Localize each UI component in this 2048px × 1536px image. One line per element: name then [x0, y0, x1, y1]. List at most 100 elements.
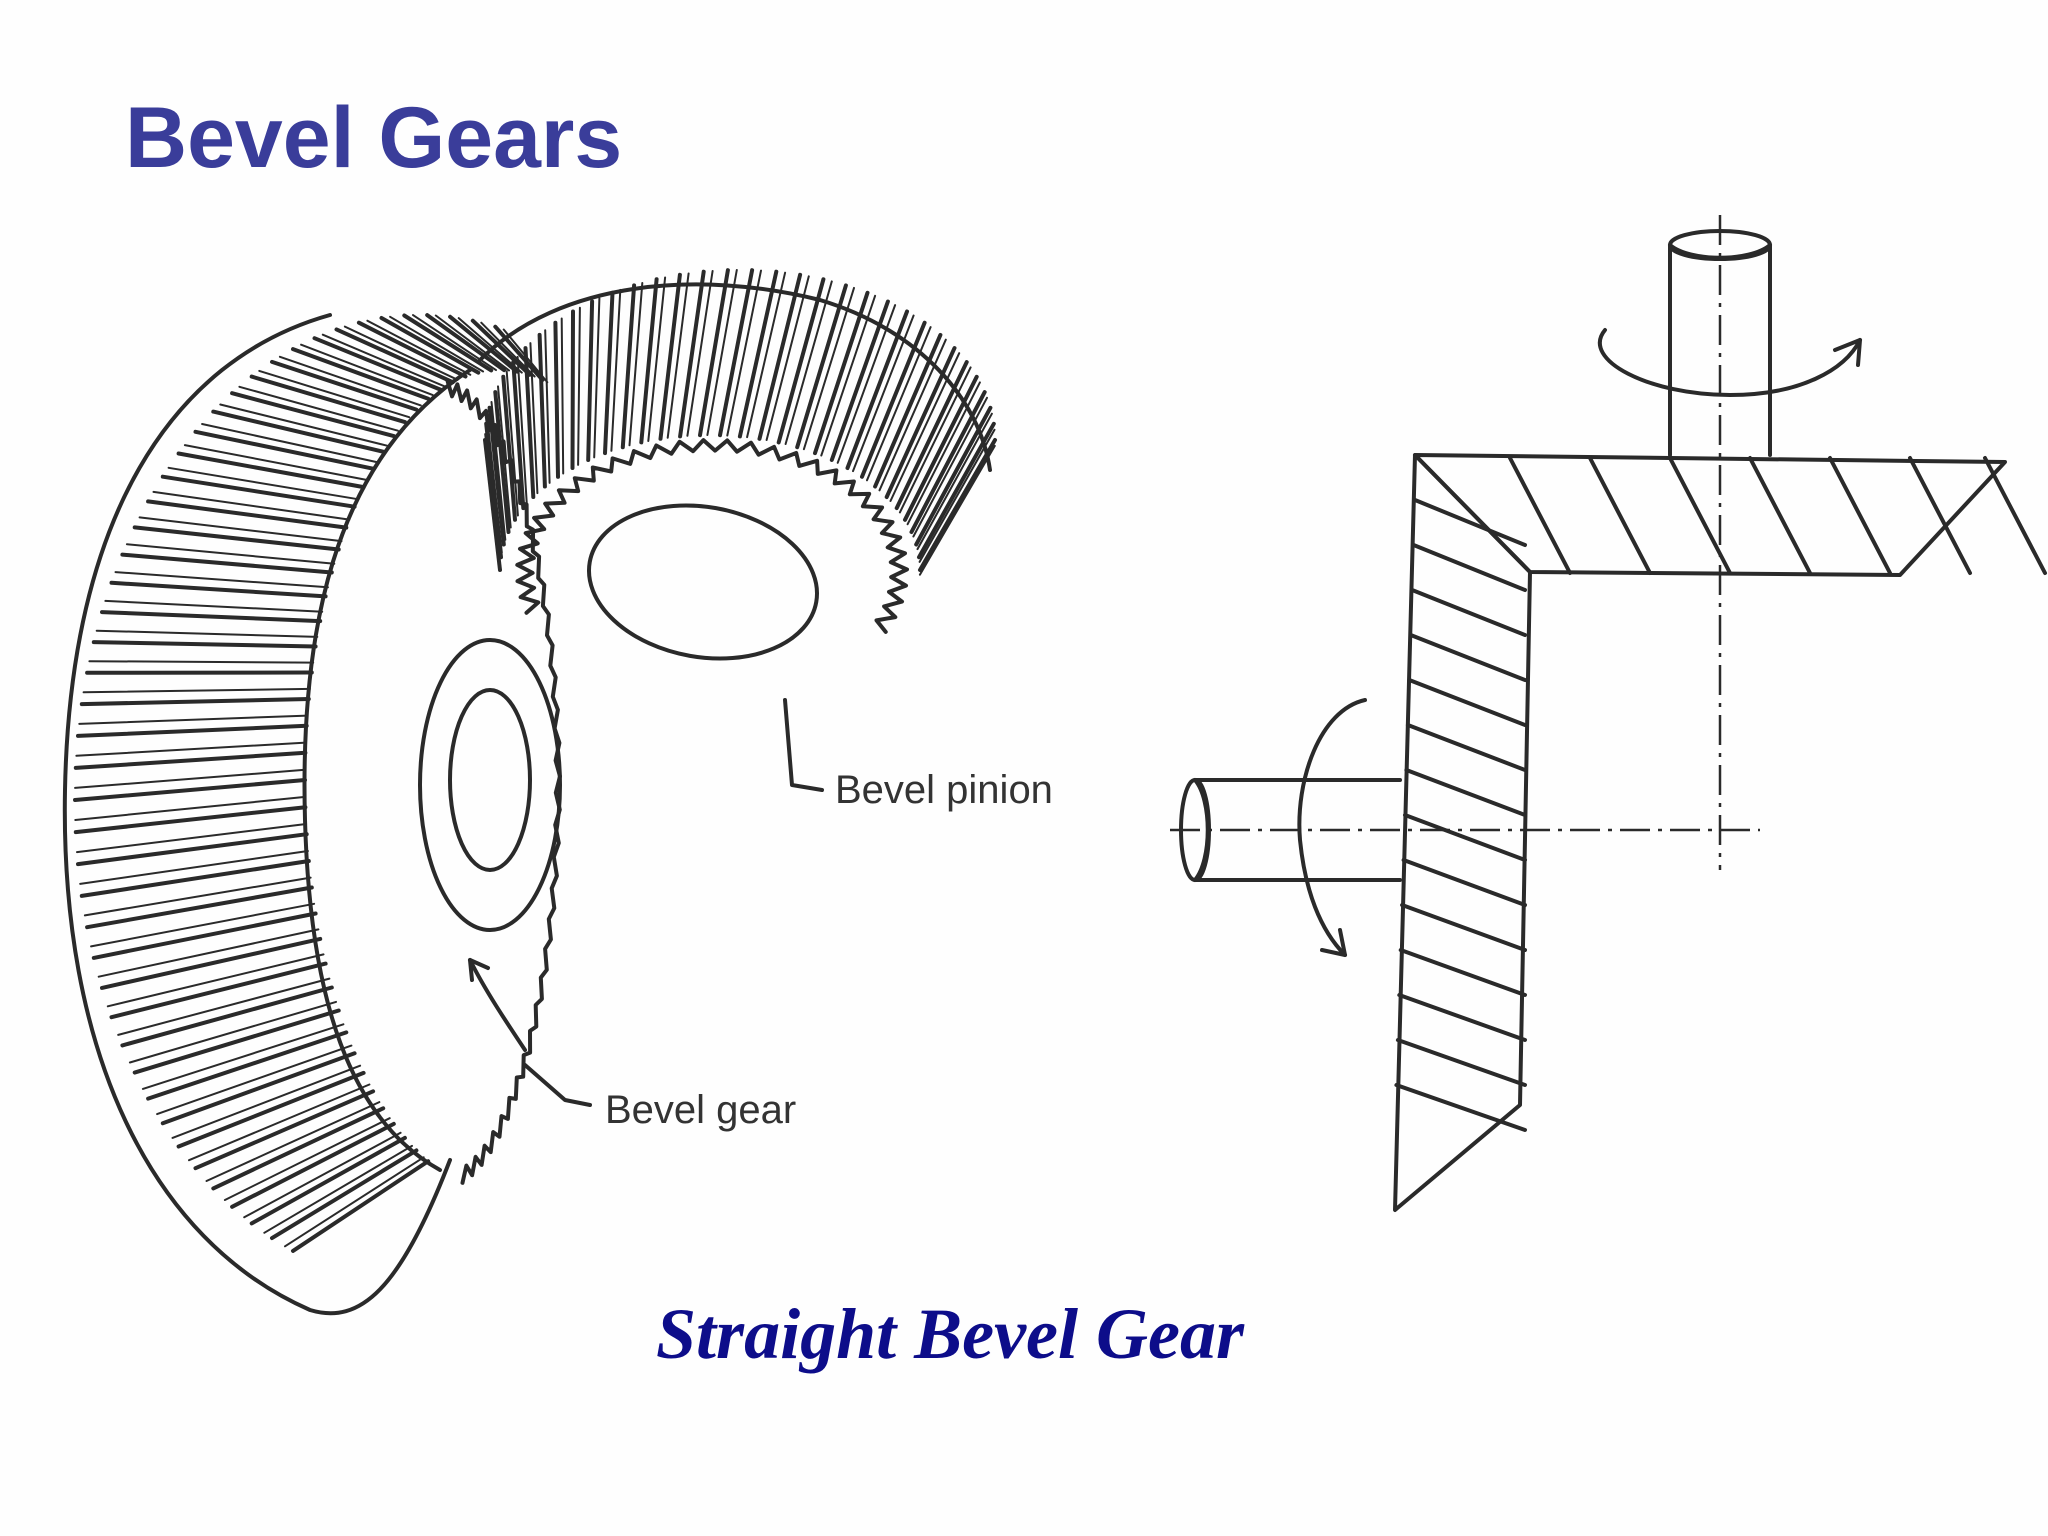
hatch-line [1400, 903, 1527, 952]
bevel-gear-tooth-line [343, 325, 459, 381]
gear-leader-line [523, 1063, 592, 1107]
bevel-gear-tooth-line [73, 750, 308, 770]
hatch-line [1908, 456, 1972, 575]
bevel-gear-tooth-line [470, 318, 532, 377]
bevel-pinion-tooth-line [523, 346, 536, 499]
bevel-pinion-tooth-line [620, 283, 637, 450]
bevel-pinion-tooth-line [718, 268, 755, 438]
hatch-line [1410, 588, 1527, 637]
bevel-pinion-tooth-line [845, 309, 909, 470]
bevel-pinion-tooth-line [784, 280, 833, 445]
bevel-gear-tooth-line [249, 1135, 407, 1226]
hatch-line [1408, 633, 1527, 682]
bevel-pinion-tooth-line [909, 390, 987, 534]
bevel-gear-tooth-line [334, 327, 455, 385]
bevel-gear-tooth-line [91, 911, 318, 960]
bevel-pinion-tooth-line [639, 277, 659, 445]
bevel-gear-tooth-line [312, 336, 443, 392]
bevel-gear-tooth-line [160, 474, 357, 509]
bevel-gear-tooth-line [278, 355, 422, 407]
bevel-gear-tooth-line [176, 1070, 366, 1149]
bevel-pinion-tooth-line [776, 277, 826, 445]
bevel-gear-tooth-line [74, 795, 307, 821]
bevel-pinion-tooth-line [529, 342, 539, 495]
bevel-gear-tooth-line [211, 409, 386, 454]
bevel-gear-tooth-line [160, 1051, 357, 1126]
bevel-gear-tooth-line [117, 977, 331, 1036]
bevel-pinion-tooth-line [898, 366, 972, 514]
bevel-gear-tooth-line [152, 490, 351, 521]
bevel-pinion-tooth-line [873, 332, 943, 489]
bevel-gear-tooth-line [76, 832, 309, 867]
bevel-gear-label: Bevel gear [605, 1088, 797, 1132]
bevel-pinion-tooth-line [658, 272, 682, 441]
bevel-gear-tooth-line [95, 629, 319, 638]
bevel-gear-tooth-line [125, 543, 336, 565]
bevel-pinion-tooth-line [537, 332, 547, 489]
bevel-gear-tooth-line [76, 723, 309, 738]
bevel-gear-tooth-line [356, 320, 468, 379]
pinion-leader-line [783, 698, 824, 792]
bevel-pinion-tooth-line [628, 282, 644, 447]
bevel-gear-tooth-line [120, 985, 334, 1048]
bevel-pinion-tooth-line [493, 390, 511, 534]
bevel-gear-tooth-line [249, 374, 407, 425]
bevel-gear-tooth-line [156, 1044, 353, 1116]
bevel-gear-tooth-line [243, 1131, 402, 1219]
bevel-pinion-tooth-line [487, 405, 506, 547]
bevel-gear-tooth-line [201, 423, 378, 464]
bevel-pinion-tooth-line [501, 374, 517, 522]
bevel-pinion-outer-rim [478, 282, 992, 472]
bevel-pinion-tooth-line [698, 268, 730, 438]
bevel-gear-tooth-line [412, 314, 497, 372]
bevel-pinion-tooth-line [906, 381, 981, 526]
vertical-gear-profile [1393, 453, 1532, 1212]
bevel-pinion-tooth-line [802, 286, 855, 451]
bevel-gear-tooth-line [138, 516, 343, 543]
bevel-pinion-tooth-line [903, 374, 979, 522]
bevel-gear-tooth-line [230, 1121, 396, 1209]
bevel-gear-tooth-line [167, 466, 359, 501]
figure-caption: Straight Bevel Gear [656, 1294, 1244, 1374]
vertical-shaft-rotation-arrow [1597, 328, 1862, 397]
bevel-gear-tooth-line [73, 805, 308, 835]
bevel-pinion-tooth-line [914, 405, 993, 547]
bevel-pinion-tooth-line [726, 269, 762, 437]
bevel-pinion-tooth-line [570, 309, 575, 470]
bevel-pinion-tooth-line [505, 370, 519, 517]
bevel-gear-tooth-line [379, 316, 481, 375]
bevel-gear-tooth-line [188, 1083, 371, 1162]
bevel-gear-tooth-line [114, 571, 329, 589]
bevel-pinion-tooth-line [497, 385, 512, 529]
bevel-pinion-tooth-line [866, 326, 932, 482]
bevel-gear-teeth [73, 313, 549, 1253]
bevel-gear-tooth-line [120, 552, 334, 575]
bevel-gear-tooth-line [193, 1089, 376, 1171]
bevel-pinion-tooth-line [610, 288, 622, 452]
bevel-pinion-tooth-line [884, 346, 957, 499]
bevel-pinion-tooth-line [836, 304, 897, 464]
bevel-pinion-tooth-line [544, 329, 551, 484]
bevel-gear-tooth-line [79, 859, 311, 898]
bevel-pinion-bore [587, 503, 819, 661]
bevel-pinion-tooth-line [516, 355, 528, 505]
bevel-pinion-tooth-line [678, 269, 706, 439]
bevel-gear-tooth-line [82, 687, 311, 694]
bevel-pinion-tooth-line [593, 297, 601, 459]
bevel-pinion-tooth-line [765, 275, 810, 441]
bevel-gear-tooth-line [109, 580, 328, 599]
bevel-gear-tooth-line [219, 403, 389, 447]
bevel-pinion-tooth-line [852, 314, 915, 473]
bevel-gear-tooth-line [270, 1148, 419, 1241]
bevel-pinion-tooth-line [560, 317, 565, 475]
hatch-line [1404, 768, 1527, 817]
bevel-pinion-tooth-line [894, 360, 969, 511]
hatch-line [1508, 456, 1572, 575]
bevel-pinion-label: Bevel pinion [835, 768, 1053, 812]
bevel-pinion-tooth-line [889, 352, 961, 502]
bevel-gear-tooth-line [79, 850, 309, 885]
bevel-pinion-tooth-line [916, 412, 993, 551]
hatch-line [1395, 1038, 1527, 1087]
bevel-gear-tooth-line [75, 741, 307, 757]
